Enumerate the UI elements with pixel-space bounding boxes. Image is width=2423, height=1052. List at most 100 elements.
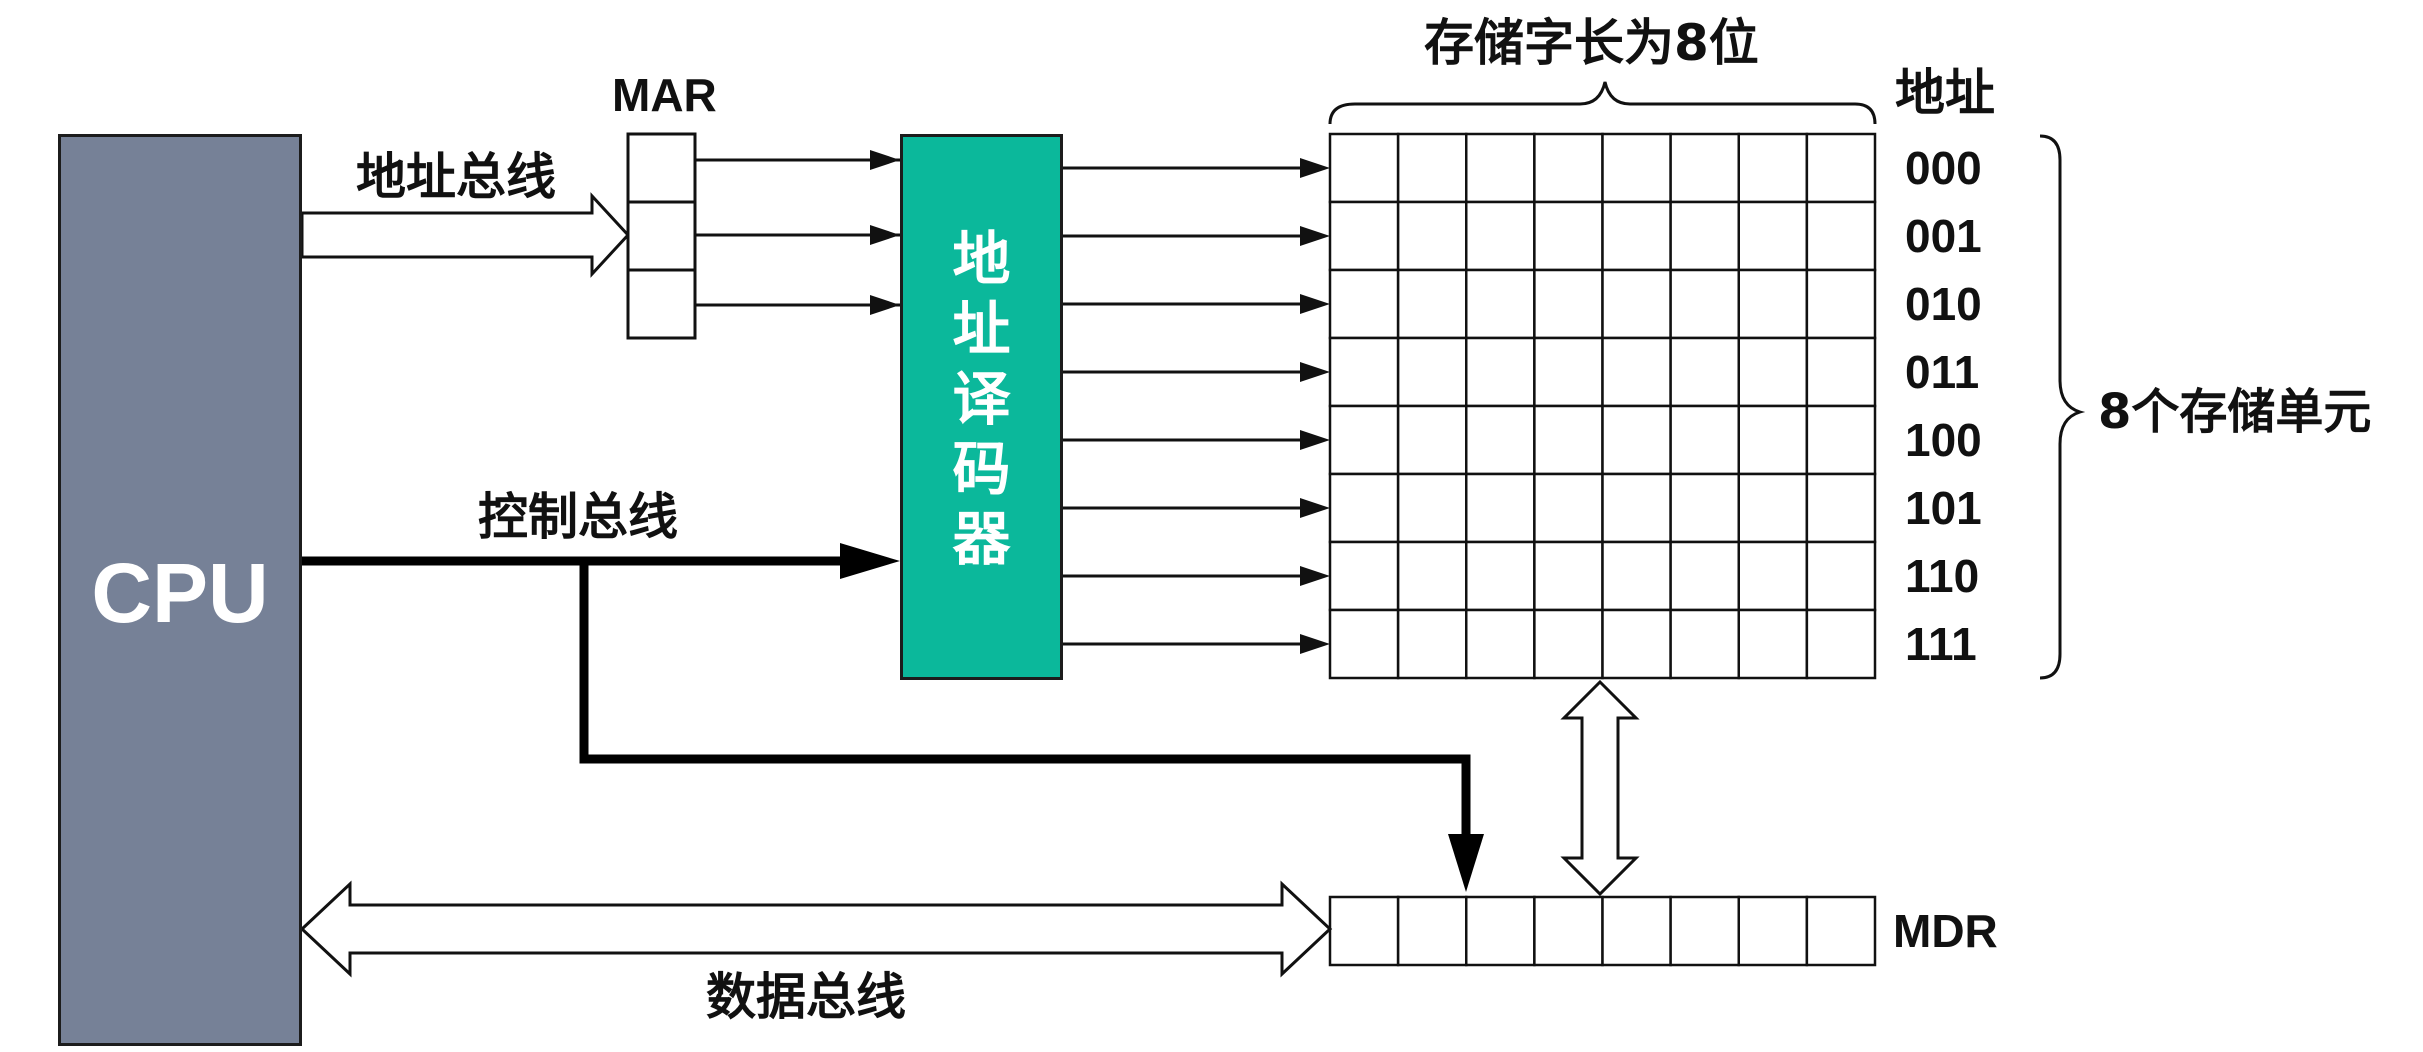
memory-cell: [1737, 200, 1809, 272]
memory-cell: [1601, 472, 1672, 544]
memory-cell: [1805, 268, 1877, 340]
mdr-cell: [1396, 895, 1468, 967]
mar-to-decoder-arrowheads: [870, 150, 900, 315]
memory-cell: [1465, 200, 1536, 272]
address-value: 100: [1905, 414, 1982, 466]
memory-cell: [1396, 336, 1468, 408]
memory-cell: [1737, 336, 1809, 408]
memory-cell: [1328, 268, 1400, 340]
memory-cell: [1669, 200, 1740, 272]
memory-cell: [1465, 540, 1536, 612]
memory-cell: [1533, 268, 1604, 340]
word-line-arrowhead: [1300, 566, 1330, 586]
word-line-arrowhead: [1300, 430, 1330, 450]
memory-cell: [1533, 404, 1604, 476]
mdr-register: [1328, 895, 1877, 967]
memory-cell: [1396, 608, 1468, 680]
memory-cell: [1601, 268, 1672, 340]
cpu-label: CPU: [91, 546, 269, 640]
memory-cell: [1737, 608, 1809, 680]
address-bus-label: 地址总线: [356, 148, 556, 206]
word-line-arrowhead: [1300, 158, 1330, 178]
address-bus-arrow: [300, 192, 631, 278]
memory-cell: [1805, 336, 1877, 408]
memory-cell: [1601, 540, 1672, 612]
memory-cell: [1328, 200, 1400, 272]
memory-cell: [1805, 200, 1877, 272]
address-value: 010: [1905, 278, 1982, 330]
memory-cell: [1669, 268, 1740, 340]
word-line-arrowhead: [1300, 294, 1330, 314]
word-line-arrowhead: [1300, 362, 1330, 382]
decoder-word-lines: [1063, 158, 1330, 654]
mdr-cell: [1805, 895, 1877, 967]
memory-cell: [1396, 268, 1468, 340]
memory-array: [1328, 132, 1877, 680]
memory-cell: [1669, 404, 1740, 476]
data-bus-arrow: [299, 880, 1333, 978]
memory-cell: [1805, 540, 1877, 612]
mdr-label: MDR: [1893, 905, 1998, 957]
memory-cell: [1601, 132, 1672, 204]
memory-cell: [1669, 472, 1740, 544]
memory-cell: [1328, 540, 1400, 612]
decoder-char: 地: [952, 225, 1011, 293]
memory-cell: [1533, 336, 1604, 408]
memory-cell: [1669, 540, 1740, 612]
memory-cell: [1465, 132, 1536, 204]
memory-cell: [1533, 200, 1604, 272]
address-value: 011: [1905, 346, 1980, 398]
memory-cell: [1465, 268, 1536, 340]
memory-cell: [1328, 472, 1400, 544]
memory-cell: [1328, 404, 1400, 476]
memory-cell: [1396, 540, 1468, 612]
mdr-cell: [1669, 895, 1740, 967]
word-line-arrowhead: [1300, 634, 1330, 654]
mdr-cell: [1533, 895, 1604, 967]
memory-mdr-arrow: [1560, 679, 1640, 897]
memory-cell: [1601, 404, 1672, 476]
memory-cell: [1465, 608, 1536, 680]
memory-cell: [1737, 268, 1809, 340]
memory-cell: [1396, 132, 1468, 204]
memory-cell: [1805, 404, 1877, 476]
mar-to-decoder-arrows: [695, 158, 900, 307]
memory-cell: [1396, 200, 1468, 272]
memory-cell: [1328, 132, 1400, 204]
address-decoder: [900, 134, 1063, 680]
memory-cell: [1737, 472, 1809, 544]
memory-cell: [1533, 132, 1604, 204]
memory-cell: [1737, 540, 1809, 612]
memory-cell: [1465, 404, 1536, 476]
mdr-cell: [1465, 895, 1536, 967]
word-length-brace: [1328, 81, 1877, 125]
memory-cell: [1396, 404, 1468, 476]
address-value: 111: [1905, 618, 1977, 670]
memory-cell: [1601, 608, 1672, 680]
memory-cell: [1328, 336, 1400, 408]
cpu-block: [58, 134, 302, 1046]
word-line-arrowhead: [1300, 498, 1330, 518]
address-header: 地址: [1895, 64, 1995, 122]
address-value: 000: [1905, 142, 1982, 194]
mdr-cell: [1737, 895, 1809, 967]
memory-cell: [1533, 540, 1604, 612]
memory-cell: [1465, 336, 1536, 408]
decoder-char: 译: [952, 365, 1011, 433]
memory-cell: [1805, 608, 1877, 680]
memory-cell: [1805, 132, 1877, 204]
control-bus-line: [302, 543, 1484, 892]
memory-cell: [1328, 608, 1400, 680]
control-bus-label: 控制总线: [478, 488, 678, 546]
memory-cell: [1669, 608, 1740, 680]
data-bus-label: 数据总线: [706, 968, 906, 1026]
decoder-char: 器: [952, 505, 1011, 573]
address-value: 101: [1905, 482, 1982, 534]
storage-units-label: 8个存储单元: [2098, 384, 2372, 440]
units-brace: [2039, 134, 2086, 680]
memory-cell: [1533, 472, 1604, 544]
memory-cell: [1601, 336, 1672, 408]
memory-cell: [1396, 472, 1468, 544]
